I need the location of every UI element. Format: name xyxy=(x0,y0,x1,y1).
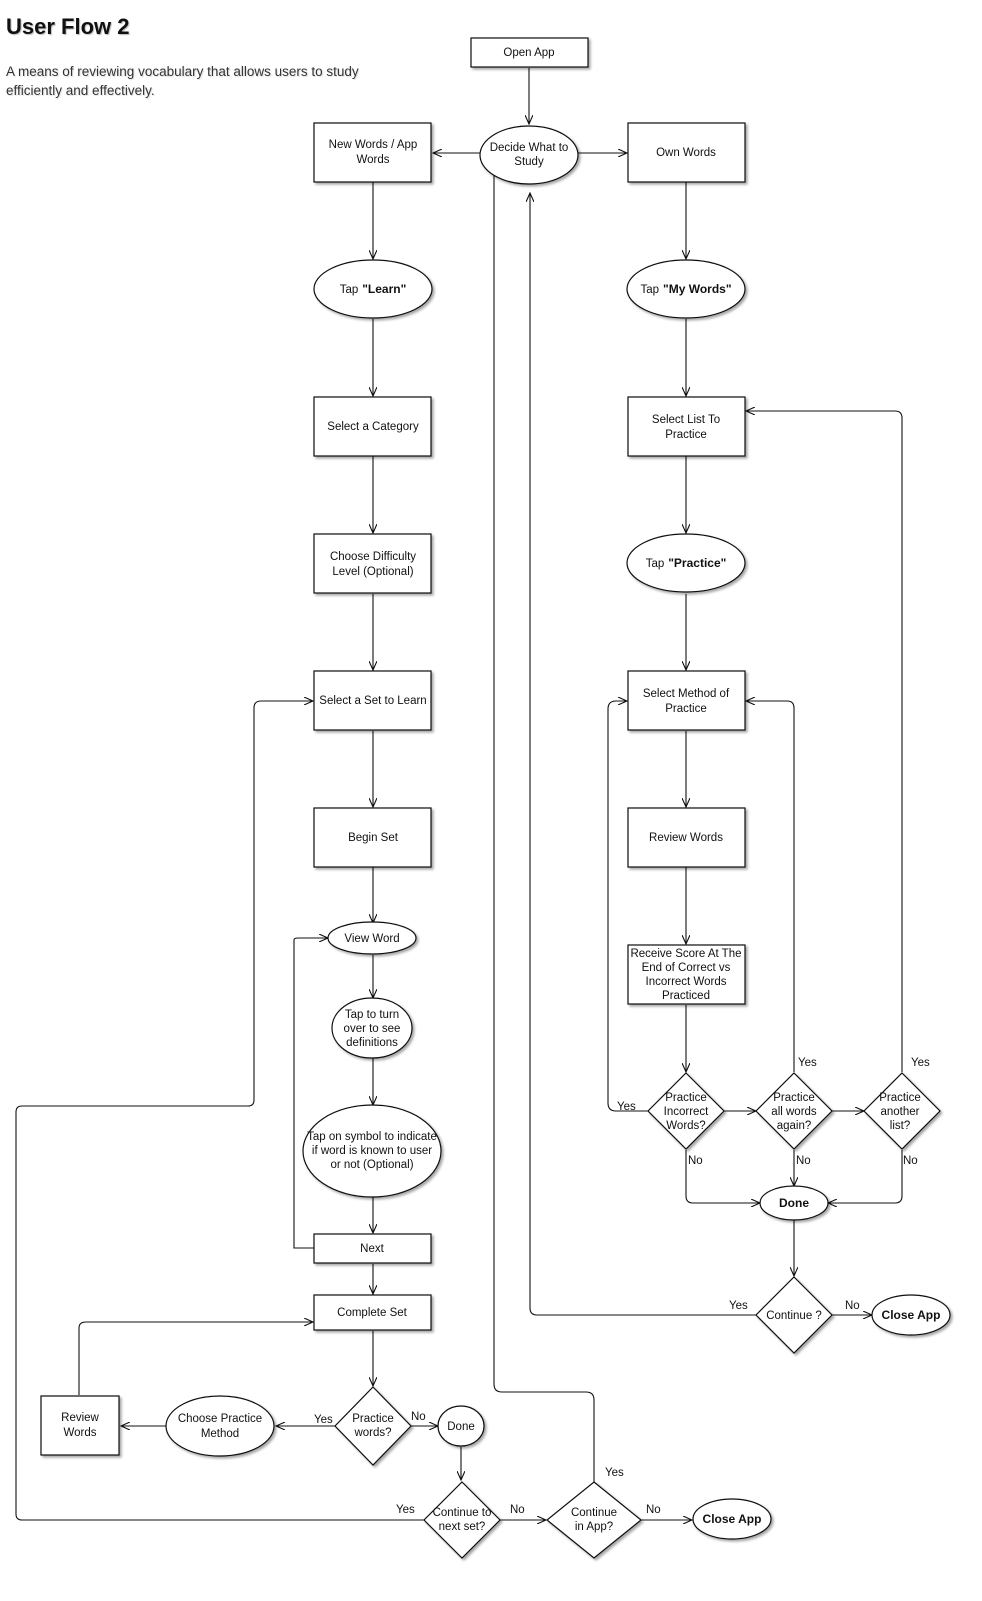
edge-label-no-incorrect: No xyxy=(688,1155,703,1167)
edge-label-no-all: No xyxy=(796,1155,811,1167)
node-tap-symbol xyxy=(302,1104,442,1198)
node-select-set xyxy=(313,670,432,731)
node-tap-learn xyxy=(313,259,433,319)
edge-labels: Yes No Yes No Yes No Yes No Yes No Yes N… xyxy=(314,1057,930,1516)
label-done-left: Done xyxy=(447,1421,475,1433)
edge-label-no-next-set: No xyxy=(510,1504,525,1516)
node-close-app-right xyxy=(871,1294,951,1336)
node-tap-mywords xyxy=(626,259,746,319)
edge-label-yes-continue-r: Yes xyxy=(729,1300,748,1312)
node-practice-incorrect xyxy=(647,1072,725,1150)
edge-incorrect-method-loop xyxy=(607,701,648,1112)
node-choose-method xyxy=(165,1395,275,1457)
node-continue-next-set xyxy=(423,1481,501,1559)
edge-label-no-continue-r: No xyxy=(845,1300,860,1312)
label-done-right: Done xyxy=(779,1196,809,1210)
edge-another-list-loop xyxy=(746,411,903,1072)
node-view-word xyxy=(327,921,417,955)
edge-label-yes-incorrect: Yes xyxy=(617,1101,636,1113)
node-open-app xyxy=(470,37,589,68)
label-tap-learn: Tap"Learn" xyxy=(340,282,407,296)
edge-label-yes-another: Yes xyxy=(911,1057,930,1069)
label-open-app: Open App xyxy=(503,47,554,59)
node-select-list xyxy=(627,396,746,457)
node-review-words-right xyxy=(627,807,746,868)
label-close-app-bottom: Close App xyxy=(703,1512,762,1526)
edges xyxy=(15,68,903,1521)
edge-all-method-loop xyxy=(746,701,795,1072)
node-choose-difficulty xyxy=(313,533,432,594)
label-select-set: Select a Set to Learn xyxy=(319,695,426,707)
node-done-right xyxy=(759,1185,829,1221)
page-subtitle: A means of reviewing vocabulary that all… xyxy=(6,64,359,98)
edge-label-no-in-app: No xyxy=(646,1504,661,1516)
label-select-category: Select a Category xyxy=(327,421,419,433)
edge-label-yes-in-app: Yes xyxy=(605,1467,624,1479)
label-continue-right: Continue ? xyxy=(766,1310,822,1322)
node-own-words xyxy=(627,122,746,183)
edge-label-yes-practice-words: Yes xyxy=(314,1414,333,1426)
label-view-word: View Word xyxy=(344,933,399,945)
node-begin-set xyxy=(313,807,432,868)
edge-incorrect-done xyxy=(685,1150,760,1203)
node-practice-another xyxy=(863,1072,941,1150)
node-done-left xyxy=(437,1405,485,1447)
edge-continue-set-loop xyxy=(15,701,424,1521)
edge-label-yes-all: Yes xyxy=(798,1057,817,1069)
node-complete-set xyxy=(313,1294,432,1331)
edge-app-decide-loop xyxy=(494,160,595,1482)
label-complete-set: Complete Set xyxy=(337,1307,407,1319)
label-own-words: Own Words xyxy=(656,147,716,159)
label-tap-practice: Tap"Practice" xyxy=(646,556,727,570)
node-practice-all xyxy=(755,1072,833,1150)
edge-next-view-loop xyxy=(293,938,328,1249)
edge-continue-decide-loop xyxy=(530,193,756,1316)
node-close-app-bottom xyxy=(692,1498,772,1540)
node-practice-words xyxy=(334,1386,412,1466)
edge-label-no-another: No xyxy=(903,1155,918,1167)
label-begin-set: Begin Set xyxy=(348,832,399,844)
label-tap-mywords: Tap"My Words" xyxy=(640,282,731,296)
edge-label-yes-next-set: Yes xyxy=(396,1504,415,1516)
node-decide xyxy=(479,125,579,185)
edge-review-complete xyxy=(78,1322,313,1395)
node-continue-in-app xyxy=(546,1481,642,1559)
label-next: Next xyxy=(360,1243,384,1255)
node-new-words xyxy=(313,122,432,183)
edge-another-done xyxy=(828,1150,903,1203)
node-receive-score xyxy=(627,944,746,1005)
node-select-category xyxy=(313,396,432,457)
node-continue-right xyxy=(755,1276,833,1354)
edge-label-no-practice-words: No xyxy=(411,1411,426,1423)
label-review-words-right: Review Words xyxy=(649,832,723,844)
node-tap-practice xyxy=(626,533,746,593)
node-next xyxy=(313,1233,432,1264)
label-close-app-right: Close App xyxy=(882,1308,941,1322)
node-review-words-left xyxy=(40,1395,120,1456)
node-tap-turn xyxy=(331,997,413,1059)
page-title: User Flow 2 xyxy=(6,14,130,39)
node-select-method xyxy=(627,670,746,731)
